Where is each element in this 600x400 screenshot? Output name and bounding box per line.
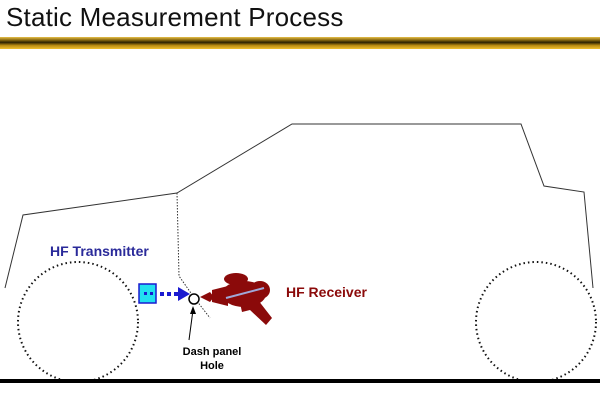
ground-line <box>0 379 600 383</box>
firewall-dotted-line <box>176 192 211 319</box>
receiver-label: HF Receiver <box>286 284 367 300</box>
hole-circle-icon <box>188 293 200 305</box>
dotted-arrow-icon <box>160 287 190 301</box>
transmitter-label: HF Transmitter <box>50 243 149 259</box>
dash-panel-label-line1: Dash panel <box>182 346 242 358</box>
receiver-gun-icon <box>200 273 272 325</box>
dash-panel-label-line2: Hole <box>200 360 224 372</box>
front-wheel <box>17 261 139 383</box>
dash-panel-hole-label: Dash panel Hole <box>180 345 244 373</box>
title-underline-bar <box>0 37 600 49</box>
pointer-arrow-icon <box>188 306 196 341</box>
transmitter-box-icon <box>138 283 157 304</box>
car-body-outline <box>4 123 594 289</box>
slide-title: Static Measurement Process <box>6 2 344 32</box>
rear-wheel <box>475 261 597 383</box>
